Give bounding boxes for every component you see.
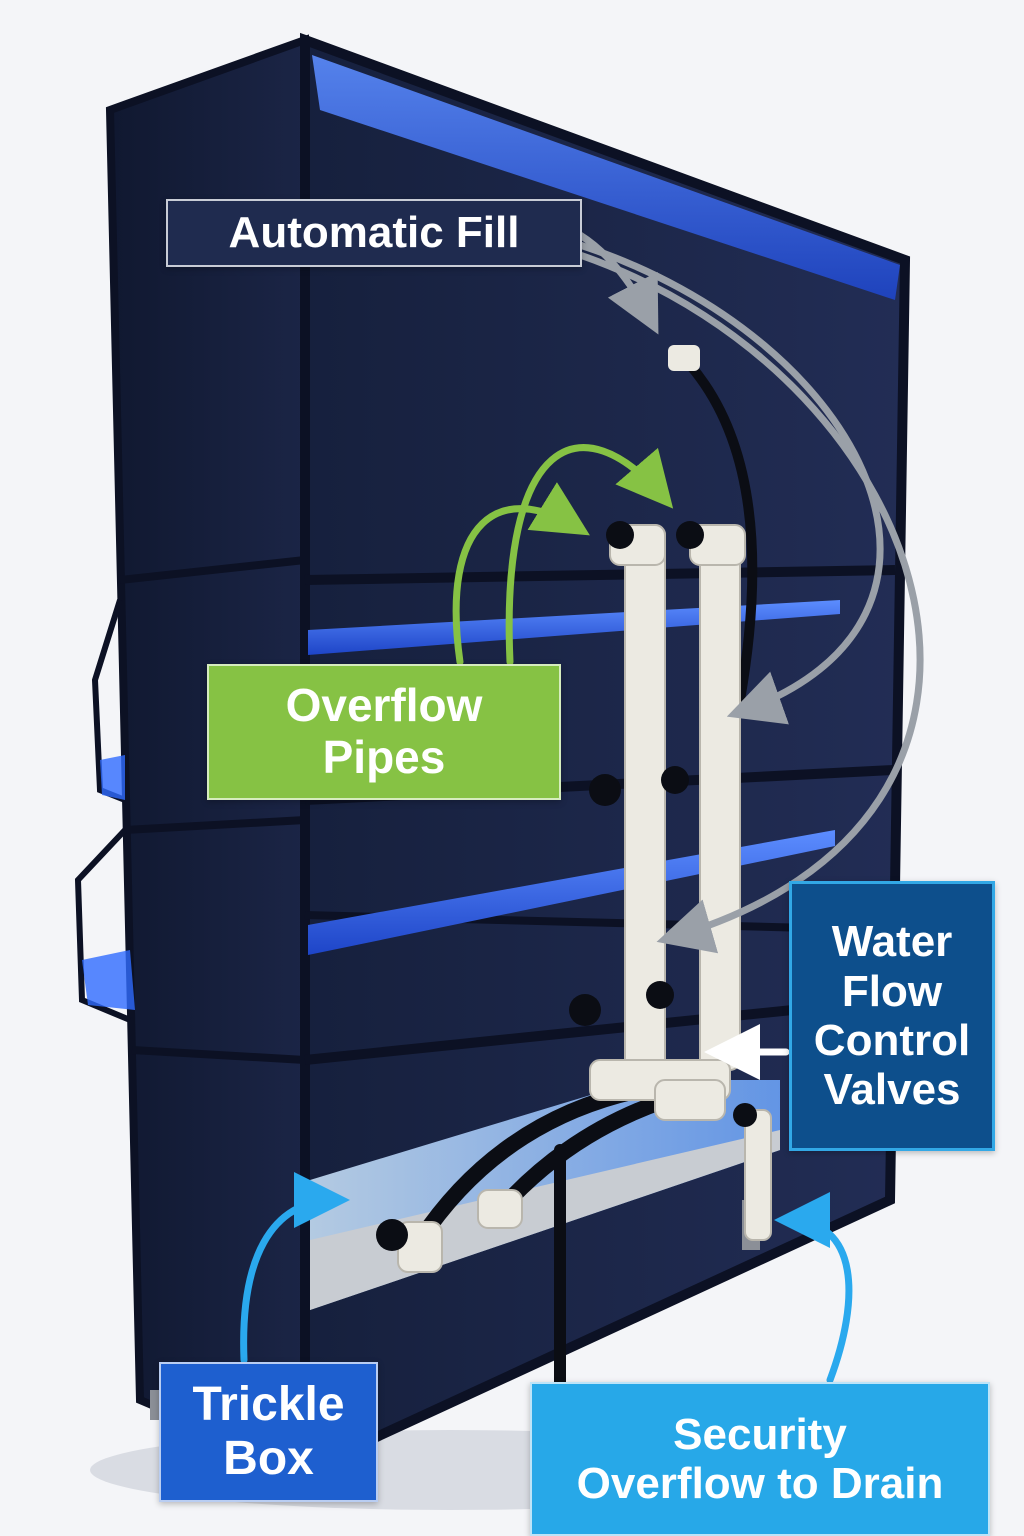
security-overflow-label-line-2: Overflow to Drain [576, 1459, 944, 1508]
overflow-pipes-label-line-1: Overflow [285, 679, 483, 732]
automatic-fill-label-line-1: Automatic Fill [228, 208, 520, 258]
automatic-fill-label: Automatic Fill [166, 199, 582, 267]
trickle-box-label: Trickle Box [159, 1362, 378, 1502]
overflow-pipes-label: Overflow Pipes [207, 664, 561, 800]
trickle-box-label-line-2: Box [223, 1432, 314, 1485]
water-flow-control-valves-label: Water Flow Control Valves [789, 881, 995, 1151]
valves-label-line-4: Valves [823, 1065, 961, 1115]
security-overflow-label: Security Overflow to Drain [530, 1382, 990, 1536]
overflow-pipes-arrows [452, 444, 674, 666]
side-tray-frames [74, 599, 135, 1023]
valves-label-line-1: Water [831, 917, 953, 967]
automatic-fill-arrows [576, 231, 924, 954]
fill-fitting [668, 345, 700, 371]
valve-ports [376, 521, 757, 1251]
valves-label-line-2: Flow [841, 966, 943, 1016]
valves-label-line-3: Control [813, 1016, 971, 1065]
security-overflow-label-line-1: Security [673, 1409, 847, 1459]
blue-arrows [240, 1172, 853, 1384]
trickle-box-label-line-1: Trickle [192, 1378, 345, 1432]
overflow-pipes-label-line-2: Pipes [322, 731, 446, 783]
